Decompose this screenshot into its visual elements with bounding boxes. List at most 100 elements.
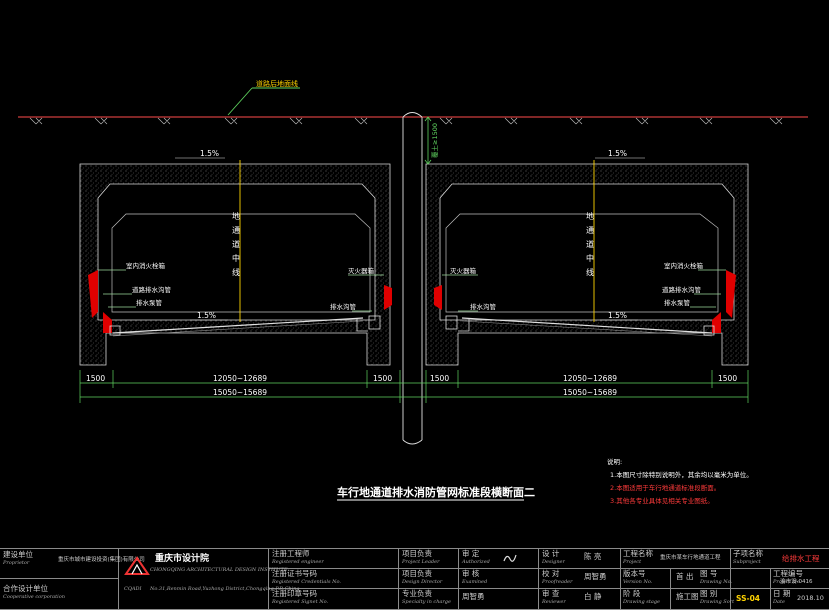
- central-pipe: 覆土≥1500: [402, 112, 439, 445]
- dim-right-inner: 12050~12689: [563, 374, 617, 383]
- right-drain-pipe-label: 排水沟管: [470, 302, 497, 311]
- discipline-leader-label: 专业负责: [402, 589, 432, 598]
- date-label-en: Date: [773, 599, 785, 605]
- design-label-en: Designer: [542, 559, 565, 565]
- design-label: 设 计: [542, 549, 560, 558]
- owner-label-en: Proprietor: [3, 560, 30, 566]
- owner-label: 建设单位: [3, 550, 33, 559]
- date-label: 日 期: [773, 589, 791, 598]
- company-abbr: CQADI: [124, 586, 142, 592]
- left-drain-channel-label: 道路排水沟管: [132, 285, 172, 294]
- review-label: 审 查: [542, 589, 560, 598]
- right-centerline-label: 地通道中线: [586, 211, 595, 282]
- ground-line-callout: 道路后地面线: [227, 79, 300, 116]
- dim-left-total: 15050~15689: [213, 388, 267, 397]
- reg-engineer-label-en: Registered engineer: [272, 559, 324, 565]
- dimension-lines: [79, 370, 749, 403]
- coop-label: 合作设计单位: [3, 584, 48, 593]
- svg-text:1.5%: 1.5%: [200, 149, 219, 158]
- cover-depth-label: 覆土≥1500: [430, 123, 439, 158]
- cad-drawing-canvas: 道路后地面线 地通道中线 1.5% 1.5% 室内消火栓箱 道路: [18, 79, 808, 505]
- discipline-leader-label-en: Specialty in charge: [402, 599, 451, 605]
- note-item-2: 2.本图适用于车行地通道标准段断面。: [610, 483, 720, 492]
- title-block: 建设单位 Proprietor 重庆市城市建设投资(集团)有限公司 合作设计单位…: [0, 548, 829, 610]
- subproject-name: 给排水工程: [782, 554, 820, 563]
- right-pump-pipe-label: 排水泵管: [664, 298, 691, 307]
- project-leader-label: 项目负责: [402, 549, 432, 558]
- check-label-en: Examined: [462, 579, 488, 585]
- reg-cert-label-en: Registered Credentials No.: [272, 579, 341, 585]
- review-name: 白 静: [584, 592, 602, 601]
- review-label-en: Reviewer: [542, 599, 566, 605]
- drawing-category-label-en: Drawing Sort: [700, 599, 735, 605]
- company-name: 重庆市设计院: [155, 554, 210, 564]
- note-item-1: 1.本图尺寸除特别说明外，其余均以毫米为单位。: [610, 470, 753, 479]
- left-extinguisher-label: 灭火器箱: [348, 266, 375, 275]
- project-no-label-en: Project No.: [773, 579, 802, 585]
- project-leader-label-en: Project Leader: [402, 559, 440, 565]
- project-name-label-en: Project: [623, 559, 642, 565]
- first-edition: 首 出: [676, 572, 694, 581]
- dim-right-side-2: 1500: [718, 374, 737, 383]
- project-no-label: 工程编号: [773, 569, 803, 578]
- proofread-name: 周智勇: [584, 572, 607, 581]
- svg-text:1.5%: 1.5%: [197, 311, 216, 320]
- subproject-label: 子项名称: [733, 549, 763, 558]
- right-drain-channel-label: 道路排水沟管: [662, 285, 702, 294]
- drawing-no-label-en: Drawing No.: [700, 579, 733, 585]
- left-tunnel-structure: 地通道中线 1.5% 1.5% 室内消火栓箱 道路排水沟管 排水泵管 灭火器箱 …: [79, 149, 392, 366]
- discipline-leader-name: 周智勇: [462, 592, 485, 601]
- reg-engineer-label: 注册工程师: [272, 549, 310, 558]
- company-address: No.31,Renmin Road,Yuzhong District,Chong…: [150, 586, 300, 592]
- stage-label: 阶 段: [623, 589, 641, 598]
- dim-right-side-1: 1500: [430, 374, 449, 383]
- audit-label: 审 定: [462, 549, 480, 558]
- owner-value: 重庆市城市建设投资(集团)有限公司: [58, 557, 145, 563]
- design-leader-label: 项目负责: [402, 569, 432, 578]
- dim-left-inner: 12050~12689: [213, 374, 267, 383]
- subproject-label-en: Subproject: [733, 559, 761, 565]
- design-leader-label-en: Design Director: [402, 579, 443, 585]
- dim-left-side-1: 1500: [86, 374, 105, 383]
- notes-heading: 说明:: [607, 457, 622, 466]
- signature-mark-icon: [503, 554, 517, 562]
- design-notes: 说明: 1.本图尺寸除特别说明外，其余均以毫米为单位。 2.本图适用于车行地通道…: [607, 457, 753, 505]
- right-hydrant-label: 室内消火栓箱: [664, 261, 704, 270]
- ground-line-label: 道路后地面线: [256, 79, 298, 88]
- date-value: 2018.10: [797, 594, 824, 602]
- stage-label-en: Drawing stage: [623, 599, 660, 605]
- left-hydrant-label: 室内消火栓箱: [126, 261, 166, 270]
- right-tunnel-structure: 地通道中线 1.5% 1.5% 室内消火栓箱 道路排水沟管 排水泵管 灭火器箱 …: [425, 149, 749, 366]
- reg-seal-label-en: Registered Signet No.: [272, 599, 329, 605]
- project-name-label: 工程名称: [623, 549, 653, 558]
- stage-value: 施工图: [676, 592, 699, 601]
- version-label: 版本号: [623, 569, 646, 578]
- left-roof-slope: 1.5%: [175, 149, 225, 159]
- right-floor-slope: 1.5%: [600, 311, 638, 321]
- proofread-label-en: Proofreader: [542, 579, 573, 585]
- svg-text:1.5%: 1.5%: [608, 311, 627, 320]
- left-centerline-label: 地通道中线: [232, 211, 241, 282]
- design-name: 陈 亮: [584, 552, 602, 561]
- drawing-category-label: 图 别: [700, 589, 718, 598]
- version-label-en: Version No.: [623, 579, 653, 585]
- note-item-3: 3.其他各专业具体见相关专业图纸。: [610, 496, 714, 505]
- project-name: 重庆市某车行地通道工程: [660, 555, 721, 561]
- reg-cert-label: 注册证书号码: [272, 569, 317, 578]
- right-roof-slope: 1.5%: [595, 149, 645, 159]
- left-drain-pipe-label: 排水沟管: [330, 302, 357, 311]
- dim-right-total: 15050~15689: [563, 388, 617, 397]
- check-label: 审 核: [462, 569, 480, 578]
- drawing-title: 车行地通道排水消防管网标准段横断面二: [337, 485, 535, 499]
- reg-seal-label: 注册印章号码: [272, 589, 317, 598]
- company-name-en: CHONGQING ARCHITECTURAL DESIGN INSTITUTE: [150, 567, 288, 573]
- drawing-no: SS-04: [736, 594, 761, 603]
- audit-label-en: Authorized: [462, 559, 490, 565]
- coop-label-en: Cooperative corporation: [3, 594, 65, 600]
- proofread-label: 校 对: [542, 569, 560, 578]
- company-logo-icon: [124, 556, 150, 575]
- drawing-no-label: 图 号: [700, 569, 718, 578]
- svg-text:1.5%: 1.5%: [608, 149, 627, 158]
- right-extinguisher-label: 灭火器箱: [450, 266, 477, 275]
- left-floor-slope: 1.5%: [190, 311, 228, 321]
